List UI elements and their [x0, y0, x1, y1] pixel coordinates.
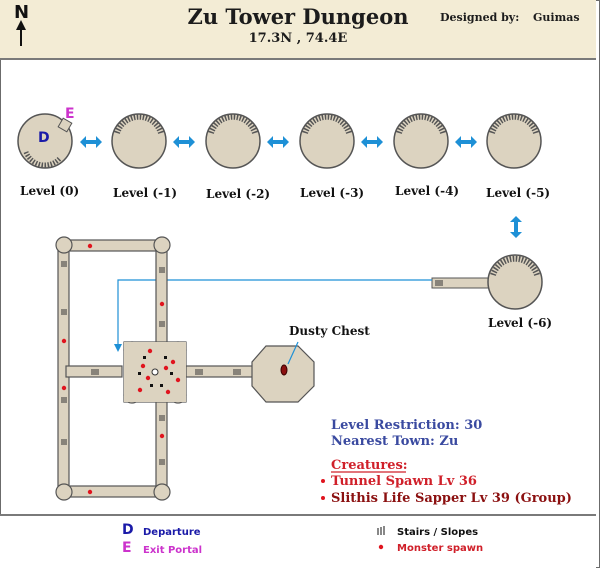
spawn-dot	[159, 301, 165, 307]
level-5-room	[486, 113, 542, 169]
legend-bar	[0, 514, 596, 568]
spawn-dot	[87, 243, 93, 249]
departure-legend-label: Departure	[143, 527, 201, 538]
chest-room	[251, 341, 315, 403]
level-label: Level (0)	[20, 184, 80, 198]
level-connector-arrows	[80, 136, 522, 238]
page-title: Zu Tower Dungeon	[187, 4, 409, 29]
level-6-room	[431, 254, 543, 310]
designer-name: Guimas	[533, 11, 580, 24]
spawn-dot	[165, 389, 171, 395]
map-coordinates: 17.3N , 74.4E	[248, 31, 348, 46]
level-label: Level (-2)	[206, 187, 271, 201]
chest-icon	[280, 364, 288, 376]
designed-by-label: Designed by:	[440, 11, 520, 24]
compass-north-label: N	[14, 2, 30, 23]
double-arrow-icon	[80, 136, 102, 148]
spawn-dot	[159, 433, 165, 439]
spawn-dot	[87, 489, 93, 495]
level-restriction: Level Restriction: 30	[331, 418, 483, 433]
vertical-double-arrow-icon	[510, 216, 522, 238]
monster-spawns	[61, 243, 181, 495]
level-3-room	[299, 113, 355, 169]
creature-entry: Tunnel Spawn Lv 36	[331, 474, 477, 489]
spawn-dot	[170, 359, 176, 365]
spawn-dot	[140, 363, 146, 369]
level-label: Level (-6)	[488, 316, 553, 330]
chest-label: Dusty Chest	[289, 324, 370, 338]
level-2-room	[205, 113, 261, 169]
spawn-dot	[61, 385, 67, 391]
spawn-dot	[137, 387, 143, 393]
creatures-heading: Creatures:	[331, 458, 408, 473]
spawn-dot	[163, 365, 169, 371]
level-label: Level (-4)	[395, 184, 460, 198]
spawn-dot	[147, 348, 153, 354]
level-label: Level (-1)	[113, 186, 178, 200]
level-label: Level (-3)	[300, 186, 365, 200]
double-arrow-icon	[173, 136, 195, 148]
exit-legend-symbol: E	[122, 540, 132, 556]
departure-marker: D	[38, 130, 50, 146]
spawn-dot	[61, 338, 67, 344]
level-1-room	[111, 113, 167, 169]
double-arrow-icon	[267, 136, 289, 148]
double-arrow-icon	[361, 136, 383, 148]
hub-room	[123, 341, 187, 404]
creature-bullet-icon	[321, 496, 325, 500]
spawn-dot	[145, 375, 151, 381]
spawn-dot	[175, 377, 181, 383]
level-label: Level (-5)	[486, 186, 551, 200]
creature-entry: Slithis Life Sapper Lv 39 (Group)	[331, 491, 572, 506]
exit-portal-marker: E	[65, 106, 75, 122]
north-arrow-icon	[16, 20, 26, 46]
level-4-room	[393, 113, 449, 169]
stairs-legend-label: Stairs / Slopes	[397, 527, 479, 538]
creature-bullet-icon	[321, 479, 325, 483]
double-arrow-icon	[455, 136, 477, 148]
spawn-legend-label: Monster spawn	[397, 543, 484, 554]
departure-legend-symbol: D	[122, 522, 134, 538]
header-bar: N Zu Tower Dungeon 17.3N , 74.4E Designe…	[0, 0, 596, 60]
nearest-town: Nearest Town: Zu	[331, 434, 459, 449]
level-0-room	[17, 113, 73, 169]
route-line	[114, 279, 432, 352]
exit-legend-label: Exit Portal	[143, 545, 203, 556]
